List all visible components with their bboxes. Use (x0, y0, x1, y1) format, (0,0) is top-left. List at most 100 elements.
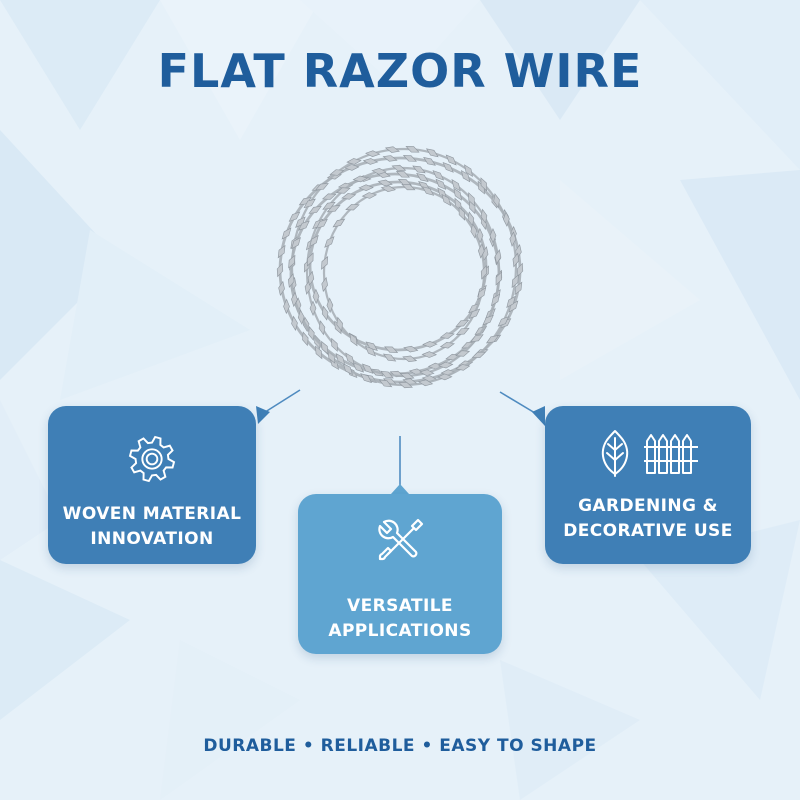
razor-barb (283, 298, 290, 315)
razor-barb (382, 155, 398, 162)
tools-icon (378, 518, 424, 561)
razor-barb (503, 211, 510, 227)
razor-barb (298, 197, 312, 206)
razor-barb (331, 337, 338, 352)
razor-barb (470, 334, 484, 343)
razor-barb (291, 291, 298, 308)
razor-barb (497, 316, 510, 327)
razor-barb (395, 171, 410, 178)
razor-barb (308, 205, 322, 214)
razor-barb (422, 340, 438, 348)
razor-barb (493, 193, 500, 209)
razor-barb (326, 205, 341, 213)
razor-barb (307, 270, 315, 286)
razor-barb (309, 300, 317, 317)
razor-barb (315, 218, 328, 229)
razor-barb (509, 231, 517, 247)
card-gardening-decorative: GARDENING & DECORATIVE USE (545, 406, 751, 564)
razor-barb (349, 333, 358, 347)
razor-barb (380, 185, 397, 192)
razor-barb (341, 193, 357, 200)
razor-barb (309, 234, 319, 248)
razor-barb (425, 148, 439, 158)
fence-icon (644, 434, 698, 474)
razor-barb (362, 158, 379, 165)
razor-barb (511, 274, 519, 289)
razor-barb (297, 309, 305, 325)
razor-barb (291, 315, 298, 331)
razor-barb (397, 179, 412, 186)
razor-barb (391, 164, 407, 172)
razor-barb (291, 236, 301, 250)
razor-barb (514, 281, 523, 296)
razor-barb (402, 155, 417, 162)
razor-wire-coil-image (276, 146, 524, 389)
razor-barb (421, 351, 438, 358)
razor-barb (332, 218, 346, 228)
razor-barb (439, 341, 455, 349)
razor-barb (468, 308, 481, 319)
razor-barb (361, 192, 378, 199)
razor-barb (417, 379, 434, 387)
razor-barb (476, 227, 484, 244)
razor-barb (432, 170, 445, 181)
razor-barb (308, 326, 315, 341)
razor-barb (451, 179, 461, 192)
razor-barb (335, 353, 346, 366)
page-title: FLAT RAZOR WIRE (157, 44, 643, 98)
razor-barb (460, 169, 471, 183)
razor-barb (495, 271, 502, 286)
razor-barb (277, 244, 286, 259)
razor-barb (477, 287, 486, 301)
razor-barb (384, 346, 399, 353)
razor-barb (345, 352, 355, 365)
razor-barb (302, 331, 309, 347)
razor-barb (480, 177, 488, 192)
razor-barb (371, 167, 387, 175)
razor-barb (344, 164, 360, 171)
razor-barb (321, 255, 329, 270)
razor-barb (471, 351, 487, 358)
razor-barb (485, 335, 500, 344)
razor-barb (455, 319, 470, 327)
razor-barb (321, 276, 328, 293)
card-label: WOVEN MATERIAL INNOVATION (62, 504, 242, 549)
razor-barb (315, 183, 329, 191)
razor-barb (416, 173, 429, 182)
razor-barb (442, 162, 454, 173)
razor-barb (377, 179, 393, 187)
razor-barb (398, 381, 413, 389)
razor-barb (441, 193, 452, 207)
razor-barb (315, 345, 323, 360)
leaf-icon (601, 430, 629, 477)
razor-barb (361, 363, 374, 374)
card-versatile-applications: VERSATILE APPLICATIONS (298, 494, 502, 654)
razor-barb (480, 264, 488, 280)
razor-barb (318, 320, 326, 336)
razor-barb (482, 314, 494, 326)
razor-barb (278, 280, 285, 297)
razor-barb (380, 370, 394, 379)
razor-barb (358, 184, 374, 192)
razor-barb (324, 236, 335, 248)
razor-barb (321, 340, 329, 355)
razor-barb (298, 220, 310, 231)
razor-barb (364, 345, 377, 357)
razor-barb (480, 208, 488, 224)
razor-barb (307, 252, 314, 267)
razor-barb (322, 201, 336, 210)
card-label: GARDENING & DECORATIVE USE (563, 496, 733, 541)
razor-barb (321, 193, 337, 200)
razor-barb (345, 204, 360, 211)
razor-barb (335, 187, 351, 194)
razor-barb (346, 158, 362, 165)
razor-barb (329, 169, 345, 176)
razor-barb (435, 178, 447, 190)
razor-barb (402, 355, 418, 362)
razor-barb (439, 332, 455, 339)
gear-icon (128, 435, 176, 483)
razor-barb (453, 187, 462, 201)
razor-barb (295, 216, 306, 228)
razor-barb (276, 262, 284, 278)
